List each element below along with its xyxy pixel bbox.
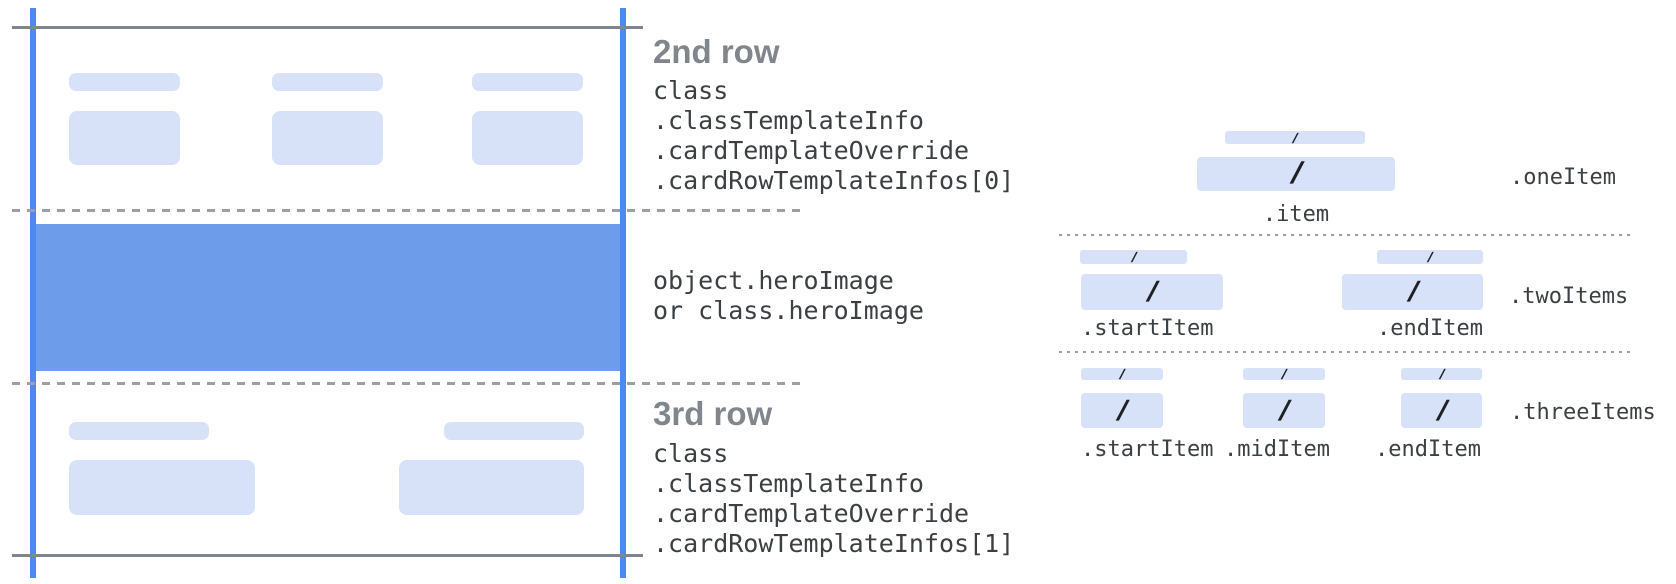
slash-glyph: / xyxy=(1435,394,1448,426)
two-items-start-label-bar: / xyxy=(1080,249,1187,265)
slash-glyph: / xyxy=(1426,249,1434,265)
row2-code-line: .cardTemplateOverride xyxy=(653,136,970,165)
three-items-start-label-bar: / xyxy=(1081,366,1163,382)
row2-col3-label-chip xyxy=(472,73,583,91)
slash-glyph: / xyxy=(1130,249,1137,265)
row2-hero-divider-dashed xyxy=(12,209,802,212)
one-two-divider-dotted xyxy=(1059,234,1632,236)
slash-glyph: / xyxy=(1289,157,1303,190)
three-items-start-value-bar: / xyxy=(1081,393,1163,428)
card-right-edge-guide xyxy=(620,8,626,578)
three-items-start-label: .startItem xyxy=(1081,437,1214,462)
three-items-end-value-bar: / xyxy=(1401,393,1482,428)
two-three-divider-dotted xyxy=(1059,351,1632,353)
row2-col1-value-chip xyxy=(69,111,180,165)
two-items-start-label: .startItem xyxy=(1081,316,1214,341)
row2-col2-value-chip xyxy=(272,111,383,165)
row2-code-block: class .classTemplateInfo .cardTemplateOv… xyxy=(653,76,1014,196)
hero-row3-divider-dashed xyxy=(12,382,802,385)
two-items-end-label-bar: / xyxy=(1377,249,1483,265)
card-left-edge-guide xyxy=(30,8,36,578)
one-item-name-label: .oneItem xyxy=(1510,165,1616,190)
card-bottom-boundary-line xyxy=(12,554,643,557)
hero-code-line: or class.heroImage xyxy=(653,296,924,325)
three-items-name-label: .threeItems xyxy=(1510,400,1656,425)
row3-code-block: class .classTemplateInfo .cardTemplateOv… xyxy=(653,439,1014,559)
hero-code-line: object.heroImage xyxy=(653,266,894,295)
row2-col1-label-chip xyxy=(69,73,180,91)
row2-code-line: .classTemplateInfo xyxy=(653,106,924,135)
slash-glyph: / xyxy=(1406,276,1419,307)
row3-code-line: .cardTemplateOverride xyxy=(653,499,970,528)
three-items-end-label-bar: / xyxy=(1401,366,1482,382)
slash-glyph: / xyxy=(1278,394,1291,426)
row2-col3-value-chip xyxy=(472,111,583,165)
one-item-item-label: .item xyxy=(1262,202,1330,227)
card-top-boundary-line xyxy=(12,26,643,29)
row3-heading: 3rd row xyxy=(653,395,773,432)
slash-glyph: / xyxy=(1118,366,1126,382)
one-item-label-bar: / xyxy=(1225,129,1365,146)
hero-image-band xyxy=(36,224,620,371)
three-items-mid-label-bar: / xyxy=(1243,366,1325,382)
row3-end-label-chip xyxy=(444,422,584,440)
row2-code-line: .cardRowTemplateInfos[0] xyxy=(653,166,1015,195)
row3-code-line: class xyxy=(653,439,729,468)
row2-col2-label-chip xyxy=(272,73,383,91)
row3-code-line: .cardRowTemplateInfos[1] xyxy=(653,529,1015,558)
one-item-value-bar: / xyxy=(1197,157,1395,191)
two-items-end-label: .endItem xyxy=(1377,316,1483,341)
slash-glyph: / xyxy=(1280,366,1288,382)
slash-glyph: / xyxy=(1438,366,1445,382)
row3-start-value-chip xyxy=(69,460,255,515)
row3-code-line: .classTemplateInfo xyxy=(653,469,924,498)
three-items-end-label: .endItem xyxy=(1375,437,1481,462)
two-items-end-value-bar: / xyxy=(1342,274,1483,310)
slash-glyph: / xyxy=(1116,394,1129,426)
slash-glyph: / xyxy=(1291,129,1299,146)
two-items-start-value-bar: / xyxy=(1081,274,1223,310)
row3-start-label-chip xyxy=(69,422,209,440)
hero-code-block: object.heroImage or class.heroImage xyxy=(653,266,924,326)
row3-end-value-chip xyxy=(399,460,584,515)
two-items-name-label: .twoItems xyxy=(1509,284,1629,309)
slash-glyph: / xyxy=(1146,276,1159,307)
three-items-mid-value-bar: / xyxy=(1243,393,1325,428)
row2-code-line: class xyxy=(653,76,729,105)
three-items-mid-label: .midItem xyxy=(1224,437,1330,462)
row2-heading: 2nd row xyxy=(653,33,780,70)
